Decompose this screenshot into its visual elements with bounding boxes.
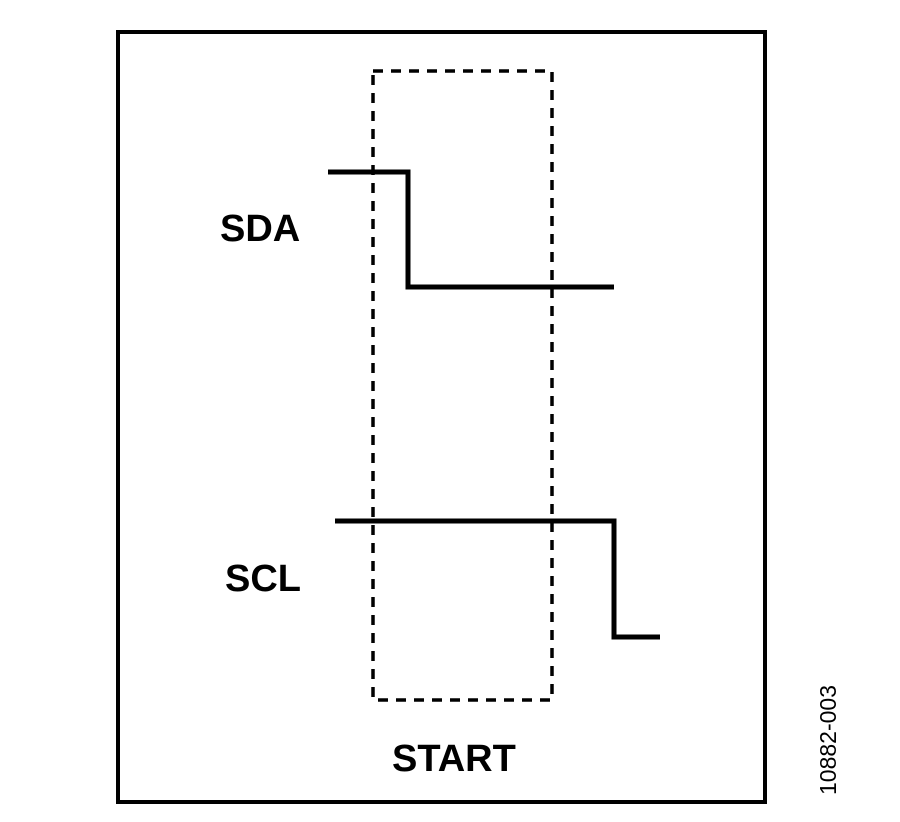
scl-waveform	[335, 518, 660, 640]
scl-label: SCL	[225, 558, 301, 600]
sda-label: SDA	[220, 208, 300, 250]
start-label: START	[392, 738, 516, 780]
start-window-dashed-box	[371, 69, 554, 702]
sda-waveform	[328, 169, 614, 290]
figure-id: 10882-003	[815, 685, 841, 795]
outer-frame	[116, 30, 767, 804]
